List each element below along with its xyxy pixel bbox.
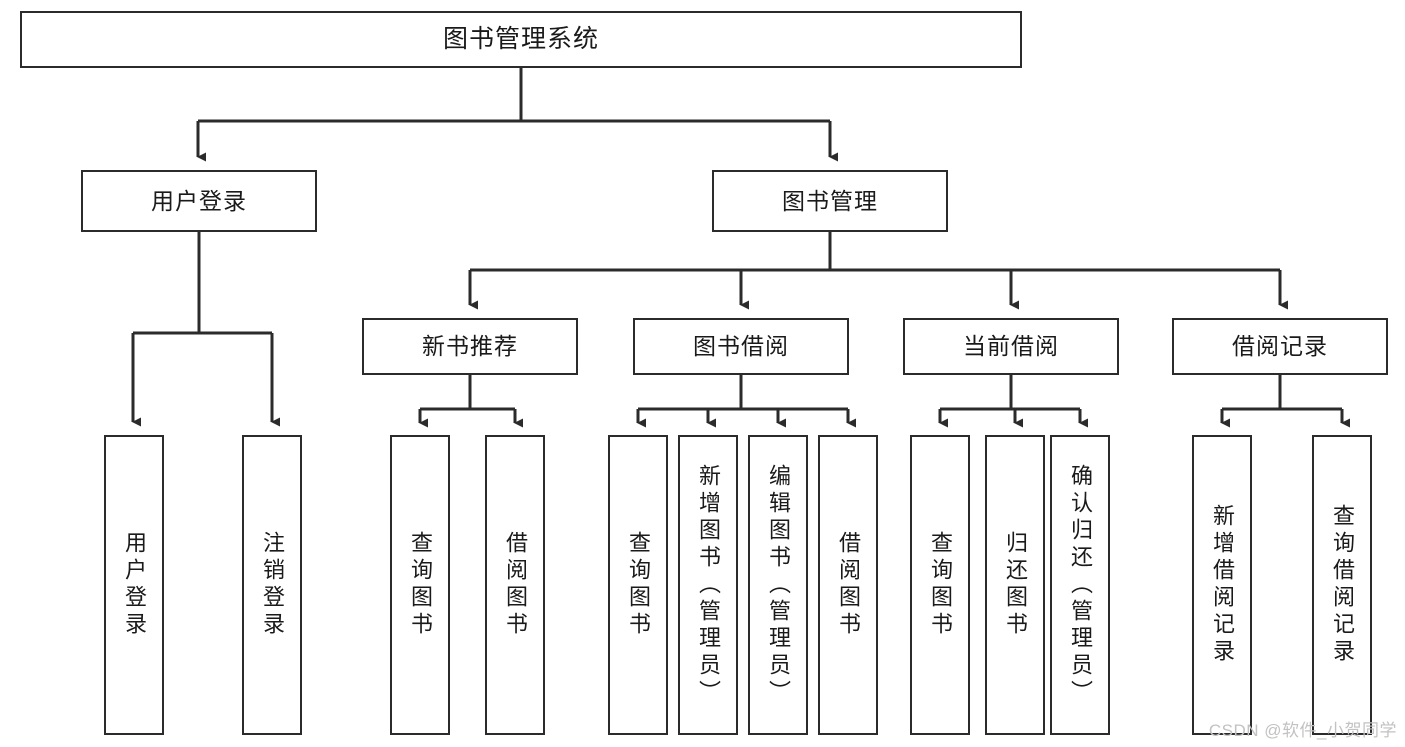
node-root-label: 图书管理系统 xyxy=(442,25,599,54)
node-leaf-query-book-2-label: 查询图书 xyxy=(626,531,651,639)
node-leaf-edit-book-admin[interactable]: 编辑图书（管理员） xyxy=(748,435,808,735)
node-leaf-confirm-return-admin[interactable]: 确认归还（管理员） xyxy=(1050,435,1110,735)
node-leaf-query-book-1-label: 查询图书 xyxy=(408,531,433,639)
node-leaf-user-login-label: 用户登录 xyxy=(122,531,147,639)
node-leaf-return-book[interactable]: 归还图书 xyxy=(985,435,1045,735)
node-leaf-add-book-admin[interactable]: 新增图书（管理员） xyxy=(678,435,738,735)
node-borrow-record-label: 借阅记录 xyxy=(1232,333,1328,360)
node-leaf-query-borrow-record[interactable]: 查询借阅记录 xyxy=(1312,435,1372,735)
node-leaf-query-book-2[interactable]: 查询图书 xyxy=(608,435,668,735)
node-leaf-confirm-return-admin-label: 确认归还（管理员） xyxy=(1068,463,1093,707)
node-leaf-borrow-book-2-label: 借阅图书 xyxy=(836,531,861,639)
node-leaf-user-login[interactable]: 用户登录 xyxy=(104,435,164,735)
node-current-borrow[interactable]: 当前借阅 xyxy=(903,318,1119,375)
node-borrow-record[interactable]: 借阅记录 xyxy=(1172,318,1388,375)
node-leaf-add-borrow-record[interactable]: 新增借阅记录 xyxy=(1192,435,1252,735)
node-user-login[interactable]: 用户登录 xyxy=(81,170,317,232)
node-leaf-add-book-admin-label: 新增图书（管理员） xyxy=(696,463,721,707)
node-leaf-borrow-book-1-label: 借阅图书 xyxy=(503,531,528,639)
node-leaf-edit-book-admin-label: 编辑图书（管理员） xyxy=(766,463,791,707)
node-book-management-label: 图书管理 xyxy=(782,187,878,214)
node-leaf-query-book-3[interactable]: 查询图书 xyxy=(910,435,970,735)
node-book-borrow[interactable]: 图书借阅 xyxy=(633,318,849,375)
node-new-book-recommend-label: 新书推荐 xyxy=(422,333,518,360)
node-leaf-return-book-label: 归还图书 xyxy=(1003,531,1028,639)
node-root[interactable]: 图书管理系统 xyxy=(20,11,1022,68)
node-user-login-label: 用户登录 xyxy=(151,187,247,214)
node-current-borrow-label: 当前借阅 xyxy=(963,333,1059,360)
node-book-management[interactable]: 图书管理 xyxy=(712,170,948,232)
node-leaf-query-book-3-label: 查询图书 xyxy=(928,531,953,639)
node-leaf-borrow-book-1[interactable]: 借阅图书 xyxy=(485,435,545,735)
node-leaf-add-borrow-record-label: 新增借阅记录 xyxy=(1210,504,1235,666)
node-leaf-query-borrow-record-label: 查询借阅记录 xyxy=(1330,504,1355,666)
node-book-borrow-label: 图书借阅 xyxy=(693,333,789,360)
node-leaf-user-logout[interactable]: 注销登录 xyxy=(242,435,302,735)
node-new-book-recommend[interactable]: 新书推荐 xyxy=(362,318,578,375)
node-leaf-borrow-book-2[interactable]: 借阅图书 xyxy=(818,435,878,735)
csdn-watermark: CSDN @软件_小贺同学 xyxy=(1208,721,1397,740)
node-leaf-query-book-1[interactable]: 查询图书 xyxy=(390,435,450,735)
node-leaf-user-logout-label: 注销登录 xyxy=(260,531,285,639)
